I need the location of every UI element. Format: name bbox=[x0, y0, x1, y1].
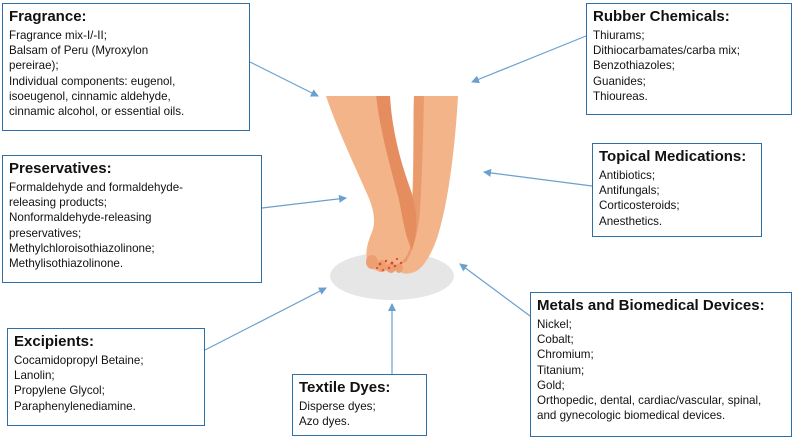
arrow-metals bbox=[459, 263, 531, 317]
fragrance-item: Balsam of Peru (Myroxylon bbox=[9, 44, 149, 58]
fragrance-item: pereirae); bbox=[9, 59, 59, 73]
toe bbox=[395, 263, 403, 273]
fragrance-box: Fragrance: Fragrance mix-I/-II; Balsam o… bbox=[2, 3, 250, 131]
metals-biomedical-devices-item: Orthopedic, dental, cardiac/vascular, sp… bbox=[537, 394, 762, 408]
fragrance-item: Individual components: eugenol, bbox=[9, 74, 176, 88]
excipients-title: Excipients: bbox=[14, 333, 95, 350]
textile-dyes-title: Textile Dyes: bbox=[299, 379, 391, 396]
preservatives-item: Methylisothiazolinone. bbox=[9, 257, 124, 271]
rubber-chemicals-item: Guanides; bbox=[593, 74, 646, 88]
topical-medications-item: Corticosteroids; bbox=[599, 199, 680, 213]
toe bbox=[386, 263, 396, 273]
rubber-chemicals-item: Thiurams; bbox=[593, 29, 645, 42]
preservatives-item: releasing products; bbox=[9, 196, 107, 210]
topical-medications-title: Topical Medications: bbox=[599, 148, 747, 165]
feet-illustration bbox=[326, 96, 458, 274]
topical-medications-item: Anesthetics. bbox=[599, 214, 663, 228]
excipients-box: Excipients: Cocamidopropyl Betaine; Lano… bbox=[7, 328, 205, 426]
metals-biomedical-devices-item: Cobalt; bbox=[537, 333, 574, 347]
preservatives-item: Methylchloroisothiazolinone; bbox=[9, 241, 155, 255]
preservatives-item: Nonformaldehyde-releasing bbox=[9, 211, 152, 225]
rubber-chemicals-item: Dithiocarbamates/carba mix; bbox=[593, 44, 740, 58]
textile-dyes-item: Azo dyes. bbox=[299, 415, 350, 429]
front-leg-shadow bbox=[376, 96, 417, 250]
excipients-item: Paraphenylenediamine. bbox=[14, 399, 136, 413]
rubber-chemicals-title: Rubber Chemicals: bbox=[593, 8, 730, 25]
rash-spots bbox=[375, 257, 403, 271]
textile-dyes-box: Textile Dyes: Disperse dyes; Azo dyes. bbox=[292, 374, 427, 436]
metals-biomedical-devices-item: Chromium; bbox=[537, 348, 594, 362]
preservatives-item: Formaldehyde and formaldehyde- bbox=[9, 181, 184, 194]
preservatives-box: Preservatives: Formaldehyde and formalde… bbox=[2, 155, 262, 283]
topical-medications-box: Topical Medications: Antibiotics; Antifu… bbox=[592, 143, 762, 237]
fragrance-item: Fragrance mix-I/-II; bbox=[9, 29, 107, 42]
metals-biomedical-devices-item: and gynecologic biomedical devices. bbox=[537, 409, 726, 423]
textile-dyes-item: Disperse dyes; bbox=[299, 400, 376, 413]
fragrance-title: Fragrance: bbox=[9, 8, 87, 25]
topical-medications-item: Antifungals; bbox=[599, 184, 660, 198]
arrow-topical bbox=[483, 168, 593, 187]
rubber-chemicals-item: Thioureas. bbox=[593, 89, 648, 103]
metals-biomedical-devices-title: Metals and Biomedical Devices: bbox=[537, 297, 765, 314]
metals-biomedical-devices-box: Metals and Biomedical Devices: Nickel; C… bbox=[530, 292, 792, 437]
front-leg bbox=[326, 96, 412, 272]
toe bbox=[366, 255, 378, 269]
excipients-item: Cocamidopropyl Betaine; bbox=[14, 354, 144, 367]
arrow-fragrance bbox=[249, 61, 319, 97]
arrow-rubber bbox=[471, 35, 587, 84]
back-leg-shadow bbox=[400, 96, 424, 264]
metals-biomedical-devices-item: Titanium; bbox=[537, 363, 585, 377]
arrow-preservatives bbox=[261, 194, 347, 209]
topical-medications-item: Antibiotics; bbox=[599, 169, 656, 182]
preservatives-title: Preservatives: bbox=[9, 160, 112, 177]
metals-biomedical-devices-item: Nickel; bbox=[537, 318, 572, 331]
arrow-excipients bbox=[204, 287, 327, 351]
metals-biomedical-devices-item: Gold; bbox=[537, 378, 565, 392]
excipients-item: Propylene Glycol; bbox=[14, 384, 105, 398]
preservatives-item: preservatives; bbox=[9, 226, 82, 240]
excipients-item: Lanolin; bbox=[14, 369, 55, 383]
fragrance-item: isoeugenol, cinnamic aldehyde, bbox=[9, 89, 171, 103]
rubber-chemicals-item: Benzothiazoles; bbox=[593, 59, 675, 73]
fragrance-item: cinnamic alcohol, or essential oils. bbox=[9, 105, 185, 119]
rubber-chemicals-box: Rubber Chemicals: Thiurams; Dithiocarbam… bbox=[586, 3, 792, 115]
